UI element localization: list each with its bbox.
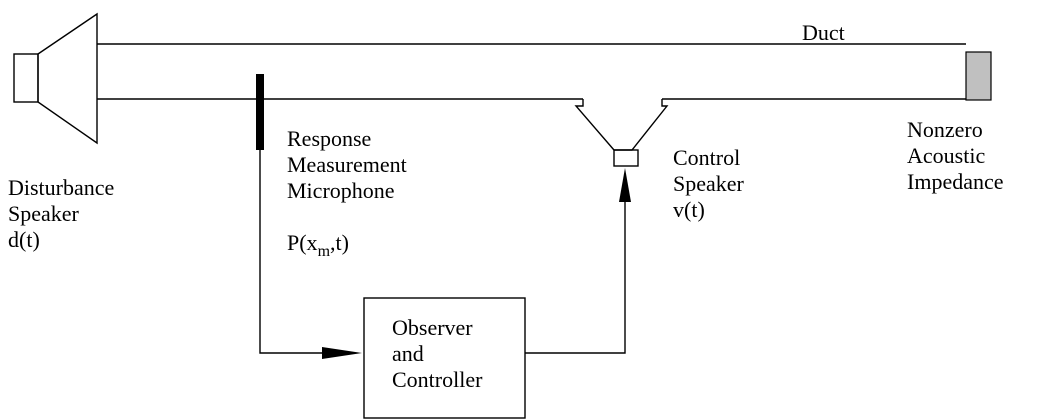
disturbance-speaker-label: Disturbance Speaker d(t) (8, 175, 120, 252)
termination-label: Nonzero Acoustic Impedance (907, 117, 1004, 194)
duct-label: Duct (802, 20, 845, 45)
termination-impedance-block (965, 51, 992, 101)
control-signal-line (525, 200, 626, 354)
control-speaker-label: Control Speaker v(t) (673, 145, 749, 222)
measurement-signal-line (259, 150, 330, 354)
control-signal-arrowhead (619, 168, 631, 202)
microphone-signal-label: P(xm,t) (287, 230, 349, 260)
disturbance-speaker-icon (13, 12, 98, 145)
controller-label: Observer and Controller (392, 315, 483, 392)
measurement-signal-arrowhead (322, 347, 362, 359)
microphone-label: Response Measurement Microphone (287, 126, 412, 203)
control-speaker-icon (574, 99, 669, 167)
controller-block (363, 297, 526, 419)
microphone-icon (256, 74, 264, 150)
